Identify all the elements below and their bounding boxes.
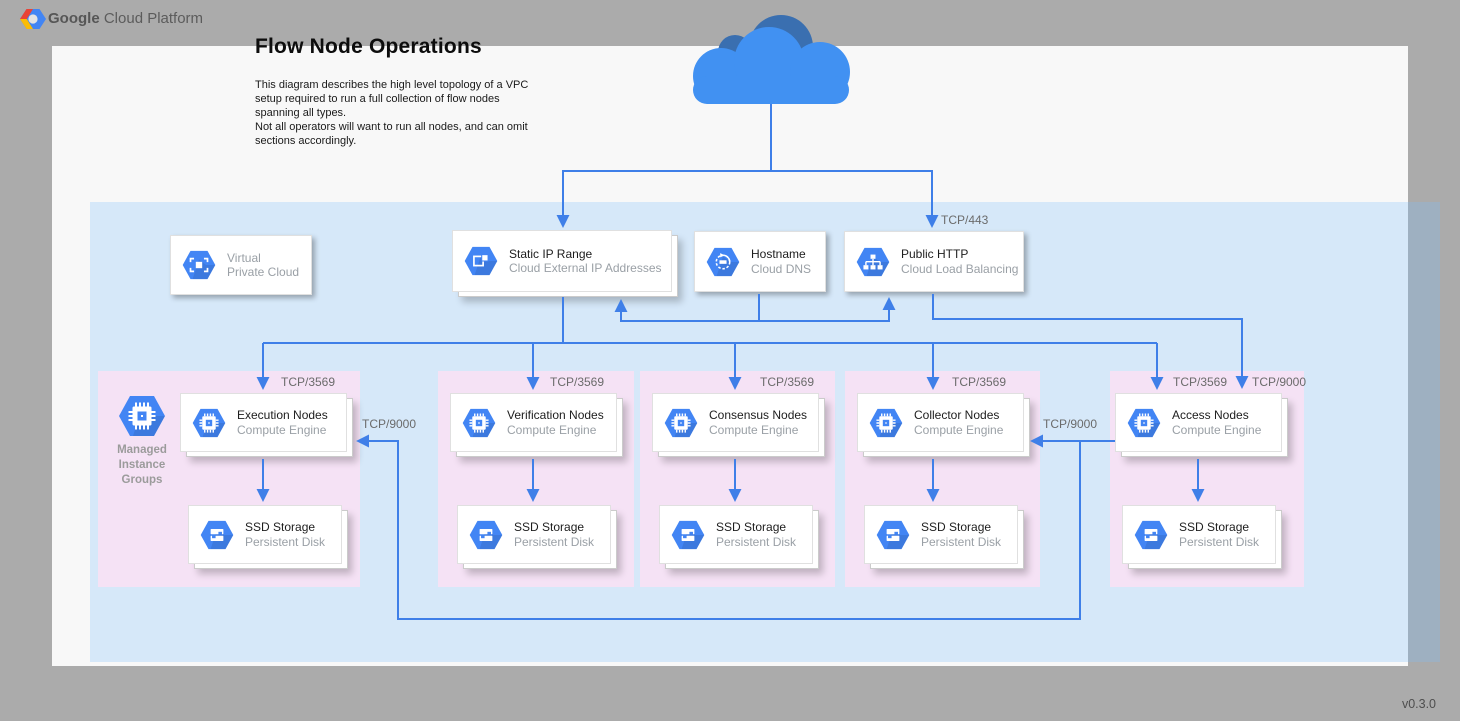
service-box-hostname[interactable]: Hostname Cloud DNS: [694, 231, 826, 292]
brand-text: Google Cloud Platform: [48, 10, 203, 27]
service-title: Virtual: [227, 250, 261, 265]
card-title: SSD Storage: [716, 520, 787, 534]
card-subtitle: Persistent Disk: [1179, 534, 1260, 549]
card-title: Verification Nodes: [507, 408, 604, 422]
card-subtitle: Compute Engine: [1172, 422, 1262, 437]
compute-engine-icon: [869, 408, 903, 438]
page-title: Flow Node Operations: [255, 35, 482, 58]
group-execution-nodes[interactable]: TCP/3569 Managed Instance Groups Executi…: [98, 371, 360, 587]
card-subtitle: Compute Engine: [237, 422, 327, 437]
external-ip-icon: [464, 246, 498, 276]
service-subtitle: Cloud External IP Addresses: [509, 261, 662, 275]
card-subtitle: Persistent Disk: [921, 534, 1002, 549]
port-label: TCP/3569: [760, 375, 815, 389]
compute-engine-icon: [462, 408, 496, 438]
managed-instance-groups-label: Managed Instance Groups: [117, 444, 167, 486]
port-label: TCP/3569: [952, 375, 1007, 389]
edge-label-tcp9000-collector: TCP/9000: [1043, 417, 1098, 431]
load-balancer-icon: [856, 247, 890, 277]
card-title: Execution Nodes: [237, 408, 328, 422]
port-label: TCP/3569: [281, 375, 336, 389]
service-title: Public HTTP: [901, 247, 969, 261]
service-subtitle: Cloud Load Balancing: [901, 261, 1019, 276]
service-subtitle: Cloud DNS: [751, 261, 812, 276]
persistent-disk-icon: [876, 520, 910, 550]
service-subtitle: Private Cloud: [227, 265, 300, 279]
card-title: SSD Storage: [514, 520, 585, 534]
service-title: Hostname: [751, 247, 806, 261]
service-box-public-http[interactable]: Public HTTP Cloud Load Balancing: [844, 231, 1024, 292]
service-box-static-ip-range[interactable]: Static IP Range Cloud External IP Addres…: [452, 230, 672, 292]
port-label: TCP/3569: [550, 375, 605, 389]
card-subtitle: Persistent Disk: [514, 534, 595, 549]
persistent-disk-icon: [671, 520, 705, 550]
card-title: Access Nodes: [1172, 408, 1249, 422]
service-box-virtual-private-cloud[interactable]: Virtual Private Cloud: [170, 235, 312, 295]
edge-label-tcp9000-execution: TCP/9000: [362, 417, 417, 431]
persistent-disk-icon: [200, 520, 234, 550]
card-subtitle: Compute Engine: [709, 422, 799, 437]
card-title: Collector Nodes: [914, 408, 1000, 422]
version-label: v0.3.0: [1401, 697, 1436, 711]
port-label: TCP/3569: [1173, 375, 1228, 389]
compute-engine-icon: [664, 408, 698, 438]
card-title: SSD Storage: [245, 520, 316, 534]
card-title: SSD Storage: [921, 520, 992, 534]
compute-engine-icon: [192, 408, 226, 438]
cloud-dns-icon: [706, 247, 740, 277]
vpc-icon: [182, 250, 216, 280]
card-subtitle: Compute Engine: [507, 422, 597, 437]
gcp-logo-icon: [20, 9, 46, 29]
edge-label-tcp443: TCP/443: [941, 213, 989, 227]
persistent-disk-icon: [469, 520, 503, 550]
card-subtitle: Compute Engine: [914, 422, 1004, 437]
compute-engine-icon: [118, 395, 166, 437]
port-label: TCP/9000: [1252, 375, 1307, 389]
persistent-disk-icon: [1134, 520, 1168, 550]
compute-engine-icon: [1127, 408, 1161, 438]
brand-google: Google: [48, 10, 100, 27]
page-description: This diagram describes the high level to…: [255, 79, 529, 147]
card-subtitle: Persistent Disk: [245, 534, 326, 549]
card-subtitle: Persistent Disk: [716, 534, 797, 549]
cloud-icon[interactable]: [683, 14, 861, 110]
brand-cloud-platform: Cloud Platform: [103, 10, 204, 27]
service-title: Static IP Range: [509, 246, 593, 261]
card-title: Consensus Nodes: [709, 408, 808, 422]
card-title: SSD Storage: [1179, 520, 1250, 534]
